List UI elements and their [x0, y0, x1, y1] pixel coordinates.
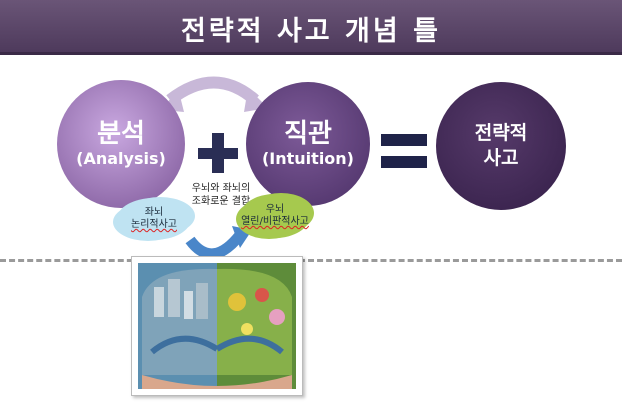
intuition-circle: 직관 (Intuition)	[246, 82, 370, 206]
flower-2	[255, 288, 269, 302]
flower-4	[241, 323, 253, 335]
brain-illustration	[131, 256, 303, 396]
left-brain-cloud: 좌뇌 논리적사고	[117, 198, 191, 240]
left-brain-fold	[150, 335, 219, 355]
building-3	[184, 291, 193, 319]
building-4	[196, 283, 208, 319]
combination-line2: 조화로운 결합	[191, 196, 251, 207]
analysis-circle: 분석 (Analysis)	[57, 80, 185, 208]
head-skin	[142, 375, 292, 389]
result-line1: 전략적	[474, 122, 528, 144]
intuition-title: 직관	[284, 119, 332, 149]
page-title: 전략적 사고 개념 틀	[181, 16, 441, 47]
bottom-arrow-head	[232, 226, 252, 248]
building-2	[168, 279, 180, 317]
right-brain-fold	[215, 335, 284, 355]
left-brain-desc: 논리적사고	[131, 219, 177, 230]
header-bar: 전략적 사고 개념 틀	[0, 0, 622, 55]
right-brain-cloud: 우뇌 열린/비판적사고	[240, 194, 310, 238]
plus-sign-horizontal	[198, 148, 238, 159]
divider-line	[0, 259, 622, 262]
flower-1	[228, 293, 246, 311]
brain-image	[138, 263, 296, 389]
combination-note: 우뇌와 좌뇌의 조화로운 결합	[176, 182, 266, 208]
analysis-subtitle: (Analysis)	[76, 149, 166, 168]
intuition-subtitle: (Intuition)	[261, 149, 354, 168]
analysis-title: 분석	[97, 119, 145, 149]
flower-3	[269, 309, 285, 325]
right-brain-title: 우뇌	[265, 204, 285, 215]
equals-sign-bottom	[381, 156, 427, 168]
top-arrow	[166, 76, 259, 105]
combination-line1: 우뇌와 좌뇌의	[191, 183, 251, 194]
left-brain-title: 좌뇌	[144, 207, 164, 218]
result-line2: 사고	[483, 147, 519, 169]
bottom-arrow	[185, 231, 245, 260]
result-circle: 전략적 사고	[436, 82, 566, 210]
right-brain-desc: 열린/비판적사고	[241, 216, 309, 227]
equals-sign-top	[381, 134, 427, 146]
building-1	[154, 287, 164, 317]
